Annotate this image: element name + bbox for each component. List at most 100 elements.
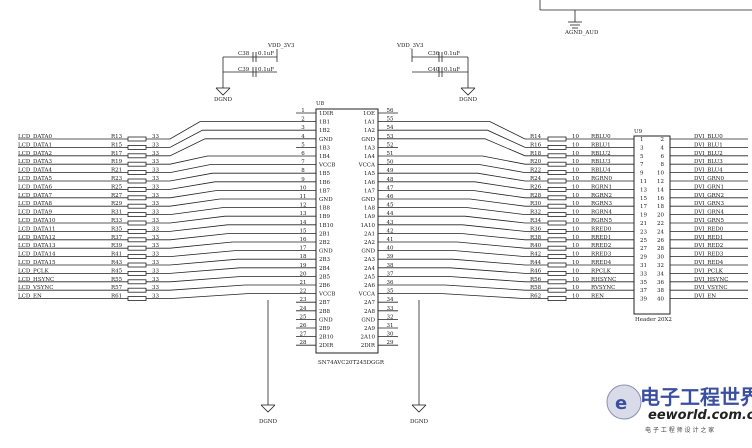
resistor-value: 10 — [572, 193, 579, 199]
resistor-body — [547, 161, 567, 167]
dvi-net-label: DVI_GRN3 — [694, 201, 725, 207]
resistor-ref: R34 — [530, 218, 542, 224]
lcd-trace — [146, 207, 296, 216]
dvi-net-label: DVI_BLU0 — [694, 134, 723, 140]
u8-left-pin-name: 1B8 — [319, 206, 331, 212]
dvi-signal-label: RBLU1 — [591, 142, 611, 148]
u8-left-pin-num: 14 — [300, 220, 307, 226]
u8-left-pin-name: GND — [319, 197, 333, 203]
u8-right-pin-num: 39 — [387, 254, 394, 260]
resistor-ref: R40 — [530, 243, 542, 249]
header-pin-odd: 17 — [640, 204, 647, 210]
lcd-trace — [146, 232, 296, 241]
resistor-body — [127, 228, 147, 234]
lcd-trace — [146, 215, 296, 224]
u8-left-pin-num: 8 — [301, 168, 305, 174]
lcd-trace — [146, 155, 296, 165]
u8-right-pin-name: GND — [361, 137, 375, 143]
resistor-ref: R56 — [530, 277, 542, 283]
u8-left-pin-num: 2 — [301, 117, 305, 123]
dvi-net-label: DVI_RED2 — [694, 243, 723, 249]
resistor-ref: R15 — [111, 142, 123, 148]
resistor-value: 33 — [152, 193, 159, 199]
lcd-trace — [146, 241, 296, 249]
resistor-value: 10 — [572, 201, 579, 207]
lcd-net-label: LCD_DATA5 — [18, 176, 52, 182]
resistor-ref: R41 — [111, 252, 122, 258]
resistor-ref: R39 — [111, 243, 123, 249]
u8-left-pin-num: 19 — [300, 263, 307, 269]
dvi-net-label: DVI_VSYNC — [694, 285, 728, 291]
lcd-trace — [146, 275, 296, 283]
resistor-ref: R23 — [111, 176, 123, 182]
header-pin-even: 36 — [657, 280, 664, 286]
dvi-signal-label: RGRN3 — [591, 201, 612, 207]
resistor-ref: R14 — [530, 134, 542, 140]
dvi-trace — [398, 241, 548, 249]
dvi-net-label: DVI_BLU3 — [694, 159, 723, 165]
u8-right-pin-num: 46 — [387, 194, 394, 200]
lcd-net-label: LCD_DATA12 — [18, 235, 55, 241]
dvi-net-label: DVI_GRN5 — [694, 218, 725, 224]
resistor-value: 33 — [152, 201, 159, 207]
header-pin-odd: 3 — [640, 145, 644, 151]
agnd-label: AGND_AUD — [564, 30, 599, 36]
u8-left-pin-name: 2DIR — [319, 343, 334, 349]
header-pin-odd: 37 — [640, 288, 647, 294]
resistor-body — [127, 212, 147, 218]
c36-val: 0.1uF — [444, 51, 460, 57]
header-pin-even: 10 — [657, 171, 664, 177]
dvi-trace — [398, 250, 548, 258]
resistor-body — [127, 237, 147, 243]
dvi-signal-label: RVSYNC — [591, 285, 615, 291]
u8-right-pin-name: 2A6 — [364, 283, 375, 289]
u8-right-pin-num: 31 — [387, 323, 394, 329]
header-pin-odd: 1 — [640, 137, 644, 143]
resistor-ref: R38 — [530, 235, 542, 241]
header-pin-odd: 15 — [640, 196, 647, 202]
resistor-ref: R24 — [530, 176, 542, 182]
dvi-trace — [398, 129, 548, 148]
header-pin-even: 26 — [657, 238, 664, 244]
resistor-body — [127, 245, 147, 251]
u8-right-pin-num: 52 — [387, 142, 394, 148]
dvi-trace — [398, 138, 548, 157]
dvi-trace — [398, 155, 548, 165]
dvi-net-label: DVI_GRN2 — [694, 193, 724, 199]
lcd-net-label: LCD_EN — [18, 294, 42, 300]
resistor-ref: R26 — [530, 184, 542, 190]
resistor-body — [547, 279, 567, 285]
lcd-net-label: LCD_VSYNC — [18, 285, 53, 291]
u8-right-pin-num: 54 — [387, 125, 394, 131]
resistor-value: 33 — [152, 134, 159, 140]
dvi-trace — [398, 267, 548, 274]
header-pin-odd: 9 — [640, 171, 644, 177]
resistor-ref: R45 — [111, 268, 123, 274]
u8-right-pin-num: 34 — [387, 297, 394, 303]
lcd-net-label: LCD_DATA9 — [18, 210, 52, 216]
resistor-body — [127, 136, 147, 142]
u8-left-pin-num: 28 — [300, 340, 307, 346]
resistor-ref: R27 — [111, 193, 123, 199]
u8-left-pin-name: VCCB — [318, 163, 335, 169]
u9-header: U9 Header 20X2 — [633, 129, 672, 323]
u9-ref: U9 — [634, 129, 643, 135]
watermark-tagline: 电 子 工 程 师 设 计 之 家 — [645, 426, 714, 434]
header-pin-odd: 7 — [640, 162, 644, 168]
header-pin-odd: 13 — [640, 187, 647, 193]
resistor-value: 10 — [572, 218, 579, 224]
u8-right-pin-num: 53 — [387, 134, 394, 140]
resistor-body — [127, 144, 147, 150]
resistor-ref: R32 — [530, 210, 541, 216]
header-pin-odd: 33 — [640, 271, 647, 277]
dvi-net-label: DVI_GRN0 — [694, 176, 725, 182]
dgnd-label-bottom-right: DGND — [410, 419, 429, 425]
resistor-body — [547, 203, 567, 209]
u8-right-pin-num: 48 — [387, 177, 394, 183]
caps-right: VDD_3V3 C36 0.1uF C40 0.1uF DGND — [396, 43, 478, 103]
dvi-signal-label: REN — [591, 294, 604, 300]
resistor-body — [547, 296, 567, 302]
resistor-body — [547, 220, 567, 226]
caps-left: VDD_3V3 C38 0.1uF C39 0.1uF DGND — [214, 43, 295, 103]
lcd-net-label: LCD_HSYNC — [18, 277, 54, 283]
